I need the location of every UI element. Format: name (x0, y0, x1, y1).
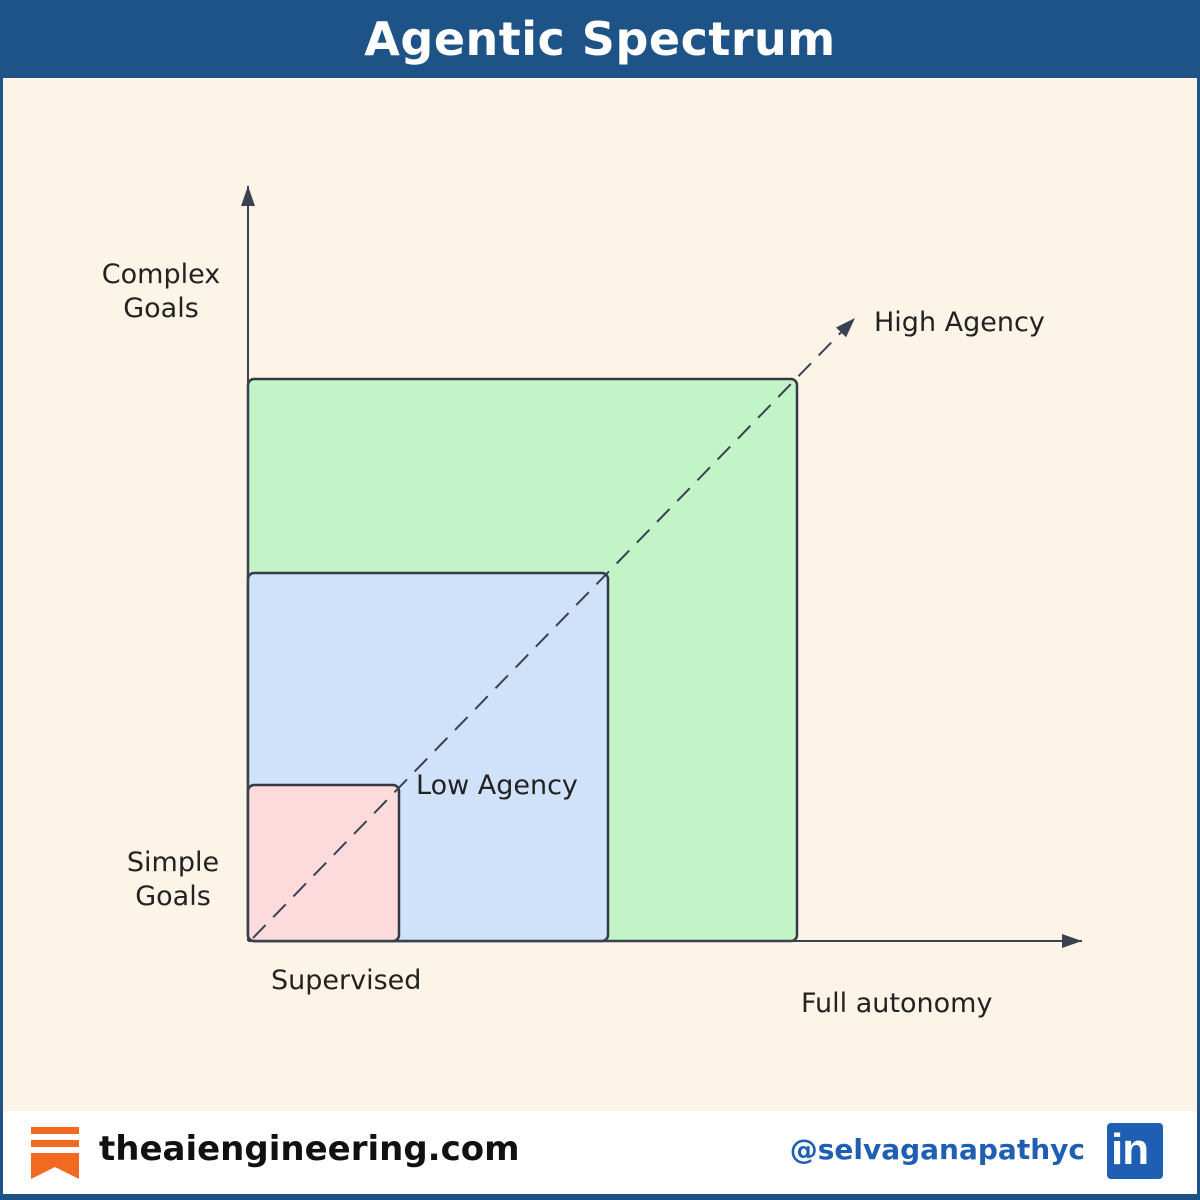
header-bar: Agentic Spectrum (0, 0, 1200, 78)
agentic-spectrum-diagram (241, 186, 1082, 948)
x-axis-left-label: Supervised (271, 965, 422, 996)
linkedin-icon-text: in (1111, 1125, 1149, 1174)
page-title: Agentic Spectrum (364, 12, 836, 66)
footer-handle-link[interactable]: @selvaganapathyc (789, 1133, 1085, 1166)
y-axis-top-label: Complex Goals (101, 259, 221, 324)
substack-icon (31, 1127, 79, 1179)
region-inner (246, 783, 401, 943)
x-axis-right-label: Full autonomy (801, 988, 993, 1019)
y-axis-bottom-label: Simple Goals (126, 847, 220, 912)
footer-site-link[interactable]: theaiengineering.com (99, 1129, 520, 1169)
diagram-panel: Complex Goals Simple Goals Supervised Fu… (3, 78, 1197, 1111)
high-agency-label: High Agency (874, 307, 1045, 338)
footer-bar: theaiengineering.com @selvaganapathyc in (3, 1111, 1197, 1194)
linkedin-icon[interactable]: in (1107, 1123, 1163, 1179)
low-agency-label: Low Agency (416, 770, 578, 801)
